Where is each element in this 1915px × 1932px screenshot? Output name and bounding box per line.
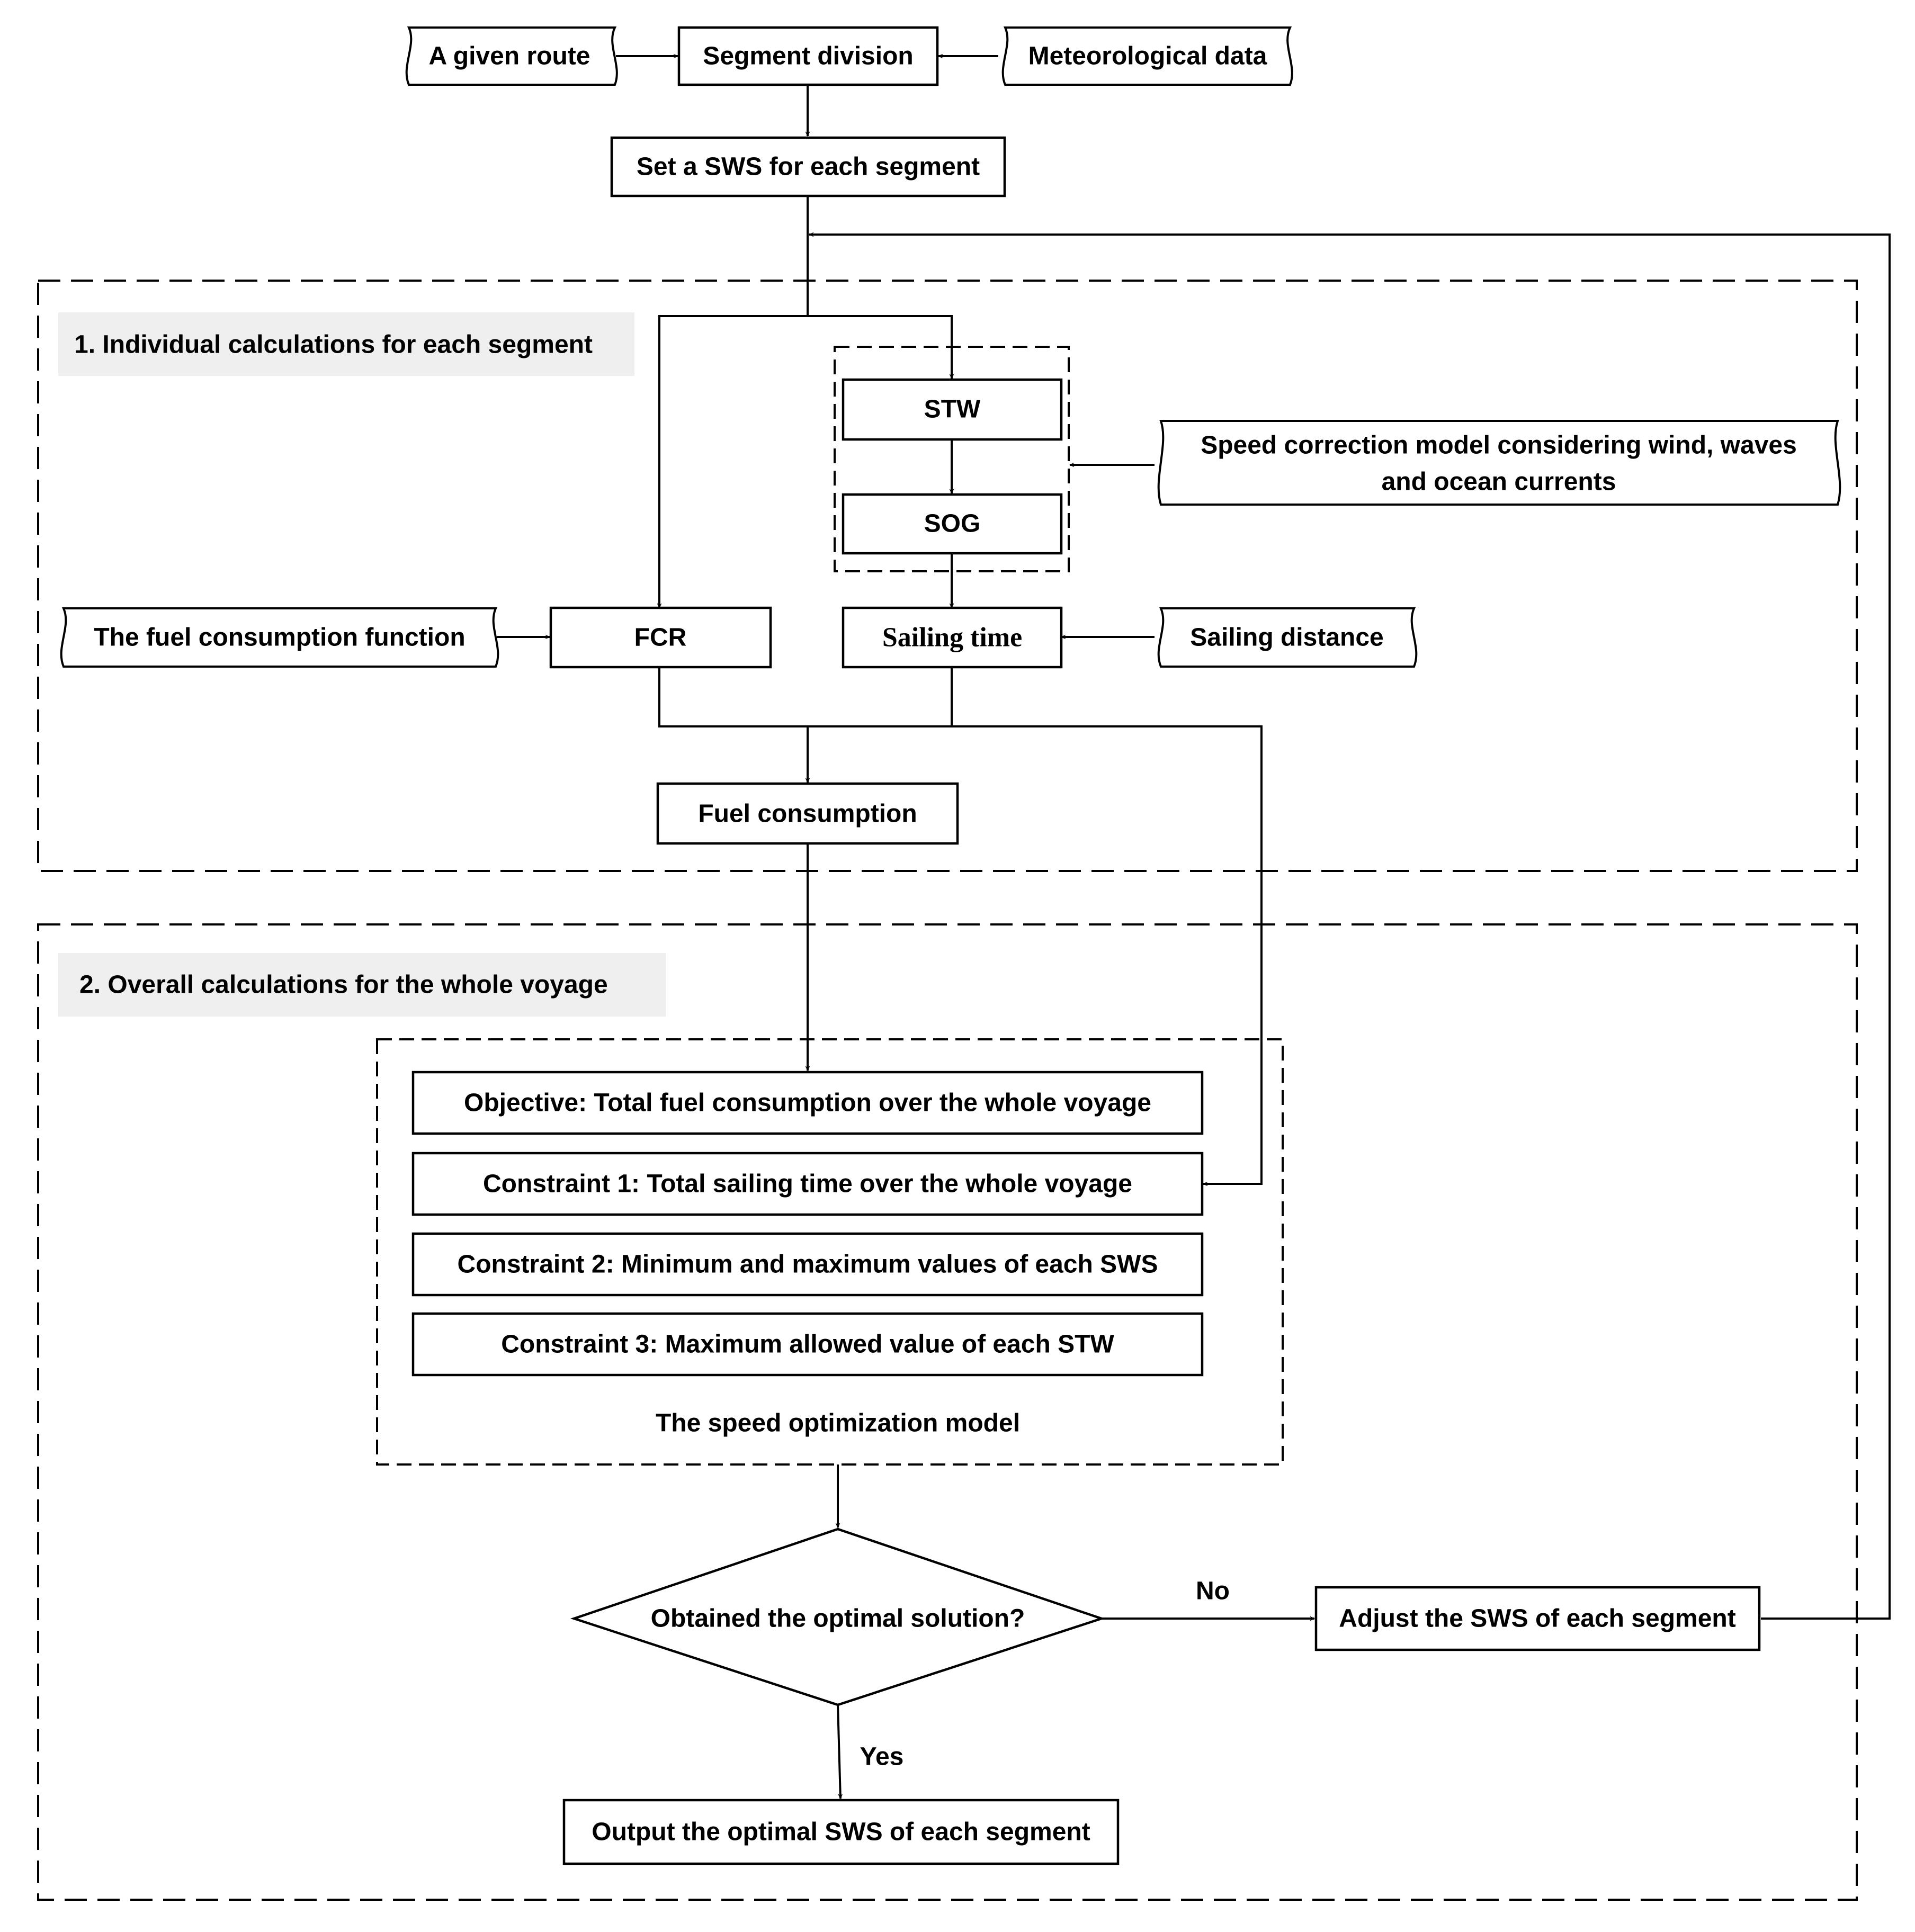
fcr-box: FCR bbox=[549, 606, 772, 669]
input-sailing-distance: Sailing distance bbox=[1157, 607, 1418, 668]
section2-frame bbox=[37, 923, 1858, 1901]
sailing-distance-text: Sailing distance bbox=[1190, 624, 1383, 652]
objective-box: Objective: Total fuel consumption over t… bbox=[411, 1071, 1204, 1135]
model-title: The speed optimization model bbox=[656, 1409, 1020, 1437]
stw-box: STW bbox=[842, 378, 1063, 441]
speed-correction-line1: Speed correction model considering wind,… bbox=[1201, 432, 1797, 460]
adjust-sws-box: Adjust the SWS of each segment bbox=[1314, 1586, 1761, 1651]
adjust-sws-text: Adjust the SWS of each segment bbox=[1339, 1605, 1735, 1633]
sog-text: SOG bbox=[924, 510, 981, 538]
line-fcr-time-join bbox=[658, 667, 953, 727]
segment-division-box: Segment division bbox=[677, 26, 939, 86]
arrow-time-to-constraint1 bbox=[952, 725, 1263, 1184]
sailing-time-box: Sailing time bbox=[842, 606, 1063, 669]
constraint3-box: Constraint 3: Maximum allowed value of e… bbox=[411, 1312, 1204, 1377]
optimization-model-frame bbox=[376, 1038, 1284, 1466]
sog-box: SOG bbox=[842, 493, 1063, 555]
set-sws-box: Set a SWS for each segment bbox=[610, 136, 1006, 197]
fcr-text: FCR bbox=[634, 624, 687, 652]
stw-text: STW bbox=[924, 396, 981, 424]
fuel-consumption-text: Fuel consumption bbox=[698, 800, 917, 828]
section1-label-text: 1. Individual calculations for each segm… bbox=[74, 331, 593, 359]
output-box: Output the optimal SWS of each segment bbox=[562, 1799, 1120, 1865]
section2-label: 2. Overall calculations for the whole vo… bbox=[58, 953, 666, 1017]
input-meteorological-text: Meteorological data bbox=[1028, 42, 1267, 70]
input-route: A given route bbox=[405, 26, 618, 86]
input-route-text: A given route bbox=[429, 42, 590, 70]
segment-division-text: Segment division bbox=[703, 42, 913, 70]
section1-frame bbox=[37, 280, 1858, 872]
fuel-consumption-box: Fuel consumption bbox=[656, 782, 959, 845]
constraint2-text: Constraint 2: Minimum and maximum values… bbox=[458, 1251, 1158, 1279]
constraint3-text: Constraint 3: Maximum allowed value of e… bbox=[501, 1331, 1114, 1359]
decision-diamond: Obtained the optimal solution? bbox=[570, 1527, 1106, 1706]
output-text: Output the optimal SWS of each segment bbox=[592, 1818, 1090, 1846]
constraint1-text: Constraint 1: Total sailing time over th… bbox=[483, 1170, 1132, 1198]
section1-label: 1. Individual calculations for each segm… bbox=[58, 312, 634, 376]
sailing-time-text: Sailing time bbox=[882, 623, 1022, 653]
connectors bbox=[497, 56, 1891, 1799]
set-sws-text: Set a SWS for each segment bbox=[637, 153, 980, 181]
section2-label-text: 2. Overall calculations for the whole vo… bbox=[79, 971, 608, 999]
input-fuel-consumption-function: The fuel consumption function bbox=[60, 607, 499, 668]
constraint2-box: Constraint 2: Minimum and maximum values… bbox=[411, 1232, 1204, 1297]
speed-correction-line2: and ocean currents bbox=[1382, 468, 1616, 496]
input-meteorological-data: Meteorological data bbox=[1001, 26, 1293, 86]
fuel-function-text: The fuel consumption function bbox=[94, 624, 465, 652]
arrow-decision-to-output bbox=[837, 1704, 840, 1799]
objective-text: Objective: Total fuel consumption over t… bbox=[464, 1089, 1151, 1117]
constraint1-box: Constraint 1: Total sailing time over th… bbox=[411, 1152, 1204, 1216]
input-speed-correction-model: Speed correction model considering wind,… bbox=[1157, 420, 1841, 506]
decision-question: Obtained the optimal solution? bbox=[651, 1605, 1025, 1633]
decision-yes-label: Yes bbox=[860, 1743, 904, 1771]
arrow-split-to-fcr-stw bbox=[658, 315, 952, 608]
arrow-adjust-loop-back bbox=[809, 235, 1891, 1620]
decision-no-label: No bbox=[1196, 1577, 1230, 1605]
